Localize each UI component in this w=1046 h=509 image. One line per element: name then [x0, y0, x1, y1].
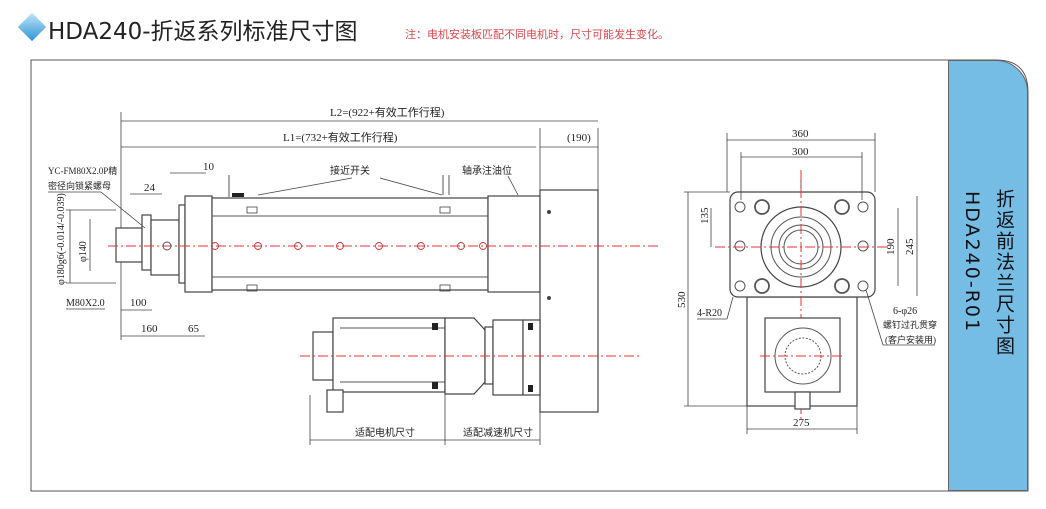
lock-nut — [141, 214, 152, 271]
dim-100-label: 100 — [130, 297, 147, 309]
dim-10-label: 10 — [203, 161, 215, 173]
panel-title: 折返前法兰尺寸图 — [993, 189, 1015, 357]
tube — [211, 197, 489, 291]
dim-360-label: 360 — [792, 128, 809, 140]
note-text: 注：电机安装板匹配不同电机时，尺寸可能发生变化。 — [405, 28, 669, 41]
motor-connector — [326, 389, 344, 413]
holes-label: 6-φ26 — [893, 306, 917, 317]
dim-275-label: 275 — [793, 417, 810, 429]
dim-24-label: 24 — [144, 182, 156, 194]
phi140-label: φ140 — [78, 241, 89, 262]
side-view: L2=(922+有效工作行程) L1=(732+有效工作行程) (190) 接近… — [48, 105, 660, 445]
nut-label-2: 密径向锁紧螺母 — [48, 180, 111, 191]
holes-note-1: 螺钉过孔贯穿 — [883, 319, 937, 330]
nut-label-1: YC-FM80X2.0P精 — [48, 165, 117, 176]
dim-160-label: 160 — [141, 323, 158, 335]
bearing-oil-label: 轴承注油位 — [462, 164, 512, 177]
front-block — [184, 195, 213, 293]
dim-245-label: 245 — [904, 238, 916, 255]
phi180-label: φ180g6(-0.014/-0.039) — [56, 193, 67, 285]
return-housing — [539, 189, 599, 413]
dim-530-label: 530 — [676, 291, 688, 308]
motor-size-label: 适配电机尺寸 — [355, 426, 415, 439]
thread-label: M80X2.0 — [66, 298, 105, 309]
l1-label: L1=(732+有效工作行程) — [283, 130, 398, 144]
shaft-end — [115, 227, 143, 263]
page-title: HDA240-折返系列标准尺寸图 — [48, 19, 358, 45]
panel-code: HDA240-R01 — [961, 191, 983, 334]
holes-note-2: (客户安装用) — [885, 334, 936, 345]
radius-label: 4-R20 — [697, 308, 722, 319]
motor-flange — [764, 317, 841, 393]
proximity-switch-label: 接近开关 — [330, 164, 370, 177]
dim-190-label: 190 — [885, 238, 897, 255]
dim-135-label: 135 — [699, 207, 711, 224]
side-panel: HDA240-R01 折返前法兰尺寸图 — [948, 60, 1028, 491]
rear-block — [487, 195, 541, 293]
dim-65-label: 65 — [188, 323, 200, 335]
flange-view: 360 300 135 190 245 530 275 4-R20 6-φ26 … — [676, 128, 937, 434]
motor — [332, 317, 446, 393]
l2-label: L2=(922+有效工作行程) — [330, 105, 445, 119]
reducer-size-label: 适配减速机尺寸 — [463, 426, 533, 439]
dim-300-label: 300 — [792, 146, 809, 158]
offset-label: (190) — [567, 132, 591, 144]
